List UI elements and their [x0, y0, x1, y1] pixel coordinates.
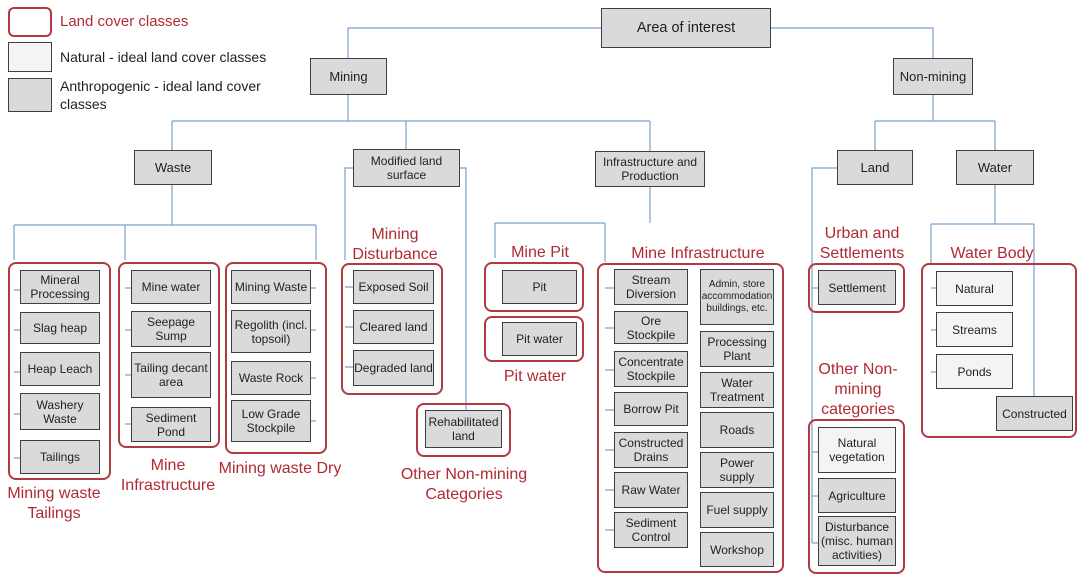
node-degraded-land: Degraded land [353, 350, 434, 386]
legend-label-natural: Natural - ideal land cover classes [60, 49, 267, 65]
connector [770, 27, 934, 58]
node-seepage-sump: Seepage Sump [131, 311, 211, 347]
node-washery-waste: Washery Waste [20, 393, 100, 430]
node-concentrate-stockpile: Concentrate Stockpile [614, 351, 688, 387]
node-pit: Pit [502, 270, 577, 304]
group-mining-waste-dry [225, 262, 327, 454]
node-fuel-supply: Fuel supply [700, 492, 774, 528]
group-label-mining-disturbance: Mining Disturbance [352, 226, 438, 263]
group-label-other-nonmining-right: Other Non-mining categories [818, 361, 898, 418]
connector [460, 167, 467, 420]
node-mining: Mining [310, 58, 387, 95]
group-pit-water [484, 316, 584, 362]
node-mineral-processing: Mineral Processing [20, 270, 100, 304]
node-cleared-land: Cleared land [353, 310, 434, 344]
node-tailings: Tailings [20, 440, 100, 474]
node-sediment-pond: Sediment Pond [131, 407, 211, 442]
connector [344, 167, 353, 260]
node-mine-water: Mine water [131, 270, 211, 304]
node-power-supply: Power supply [700, 452, 774, 488]
node-water: Water [956, 150, 1034, 185]
group-label-water-body: Water Body [950, 245, 1034, 262]
group-label-other-nonmining-left: Other Non-mining Categories [400, 466, 528, 503]
group-mine-infrastructure [597, 263, 784, 573]
node-regolith: Regolith (incl. topsoil) [231, 310, 311, 353]
node-roads: Roads [700, 412, 774, 448]
node-infrastructure-and-production: Infrastructure and Production [595, 151, 705, 187]
node-natural: Natural [936, 271, 1013, 306]
legend-swatch-natural [8, 42, 52, 72]
node-borrow-pit: Borrow Pit [614, 392, 688, 426]
node-mining-waste: Mining Waste [231, 270, 311, 304]
node-exposed-soil: Exposed Soil [353, 270, 434, 304]
node-constructed: Constructed [996, 396, 1073, 431]
group-other-nonmining-right [808, 419, 905, 574]
node-processing-plant: Processing Plant [700, 331, 774, 367]
node-workshop: Workshop [700, 532, 774, 567]
group-label-mining-waste-tailings: Mining waste Tailings [7, 485, 101, 522]
group-urban-and-settlements [808, 263, 905, 313]
group-label-pit-water: Pit water [503, 368, 567, 385]
legend-label-anthropogenic: Anthropogenic - ideal land cover classes [60, 78, 261, 112]
node-agriculture: Agriculture [818, 478, 896, 513]
node-rehabilitated-land: Rehabilitated land [425, 410, 502, 448]
node-ore-stockpile: Ore Stockpile [614, 311, 688, 344]
group-label-mine-pit: Mine Pit [511, 244, 569, 261]
group-mine-pit [484, 262, 584, 312]
node-area-of-interest: Area of interest [601, 8, 771, 48]
node-constructed-drains: Constructed Drains [614, 432, 688, 468]
node-land: Land [837, 150, 913, 185]
node-settlement: Settlement [818, 270, 896, 305]
group-mining-waste-tailings [8, 262, 111, 480]
group-mine-infrastructure-water [118, 262, 220, 448]
node-raw-water: Raw Water [614, 472, 688, 508]
node-water-treatment: Water Treatment [700, 372, 774, 408]
node-slag-heap: Slag heap [20, 312, 100, 344]
group-mining-disturbance [341, 263, 443, 395]
node-ponds: Ponds [936, 354, 1013, 389]
group-label-mine-infrastructure: Mine Infrastructure [631, 245, 765, 262]
group-water-body [921, 263, 1077, 438]
legend-label-land-cover: Land cover classes [60, 13, 189, 30]
node-disturbance: Disturbance (misc. human activities) [818, 516, 896, 566]
node-modified-land-surface: Modified land surface [353, 149, 460, 187]
node-natural-vegetation: Natural vegetation [818, 427, 896, 473]
node-waste: Waste [134, 150, 212, 185]
group-label-mine-infrastructure-left: Mine Infrastructure [120, 457, 216, 494]
node-tailing-decant-area: Tailing decant area [131, 352, 211, 398]
node-streams: Streams [936, 312, 1013, 347]
group-other-nonmining-left [416, 403, 511, 457]
node-low-grade-stockpile: Low Grade Stockpile [231, 400, 311, 442]
node-sediment-control: Sediment Control [614, 512, 688, 548]
group-label-urban-and-settlements: Urban and Settlements [819, 225, 905, 262]
node-pit-water: Pit water [502, 322, 577, 356]
node-stream-diversion: Stream Diversion [614, 269, 688, 305]
node-waste-rock: Waste Rock [231, 361, 311, 395]
legend-swatch-anthropogenic [8, 78, 52, 112]
group-label-mining-waste-dry: Mining waste Dry [218, 460, 342, 477]
node-heap-leach: Heap Leach [20, 352, 100, 386]
node-admin-buildings: Admin, store accommodation buildings, et… [700, 269, 774, 325]
node-non-mining: Non-mining [893, 58, 973, 95]
connector [347, 27, 601, 58]
connector [811, 167, 837, 543]
legend-swatch-land-cover [8, 7, 52, 37]
